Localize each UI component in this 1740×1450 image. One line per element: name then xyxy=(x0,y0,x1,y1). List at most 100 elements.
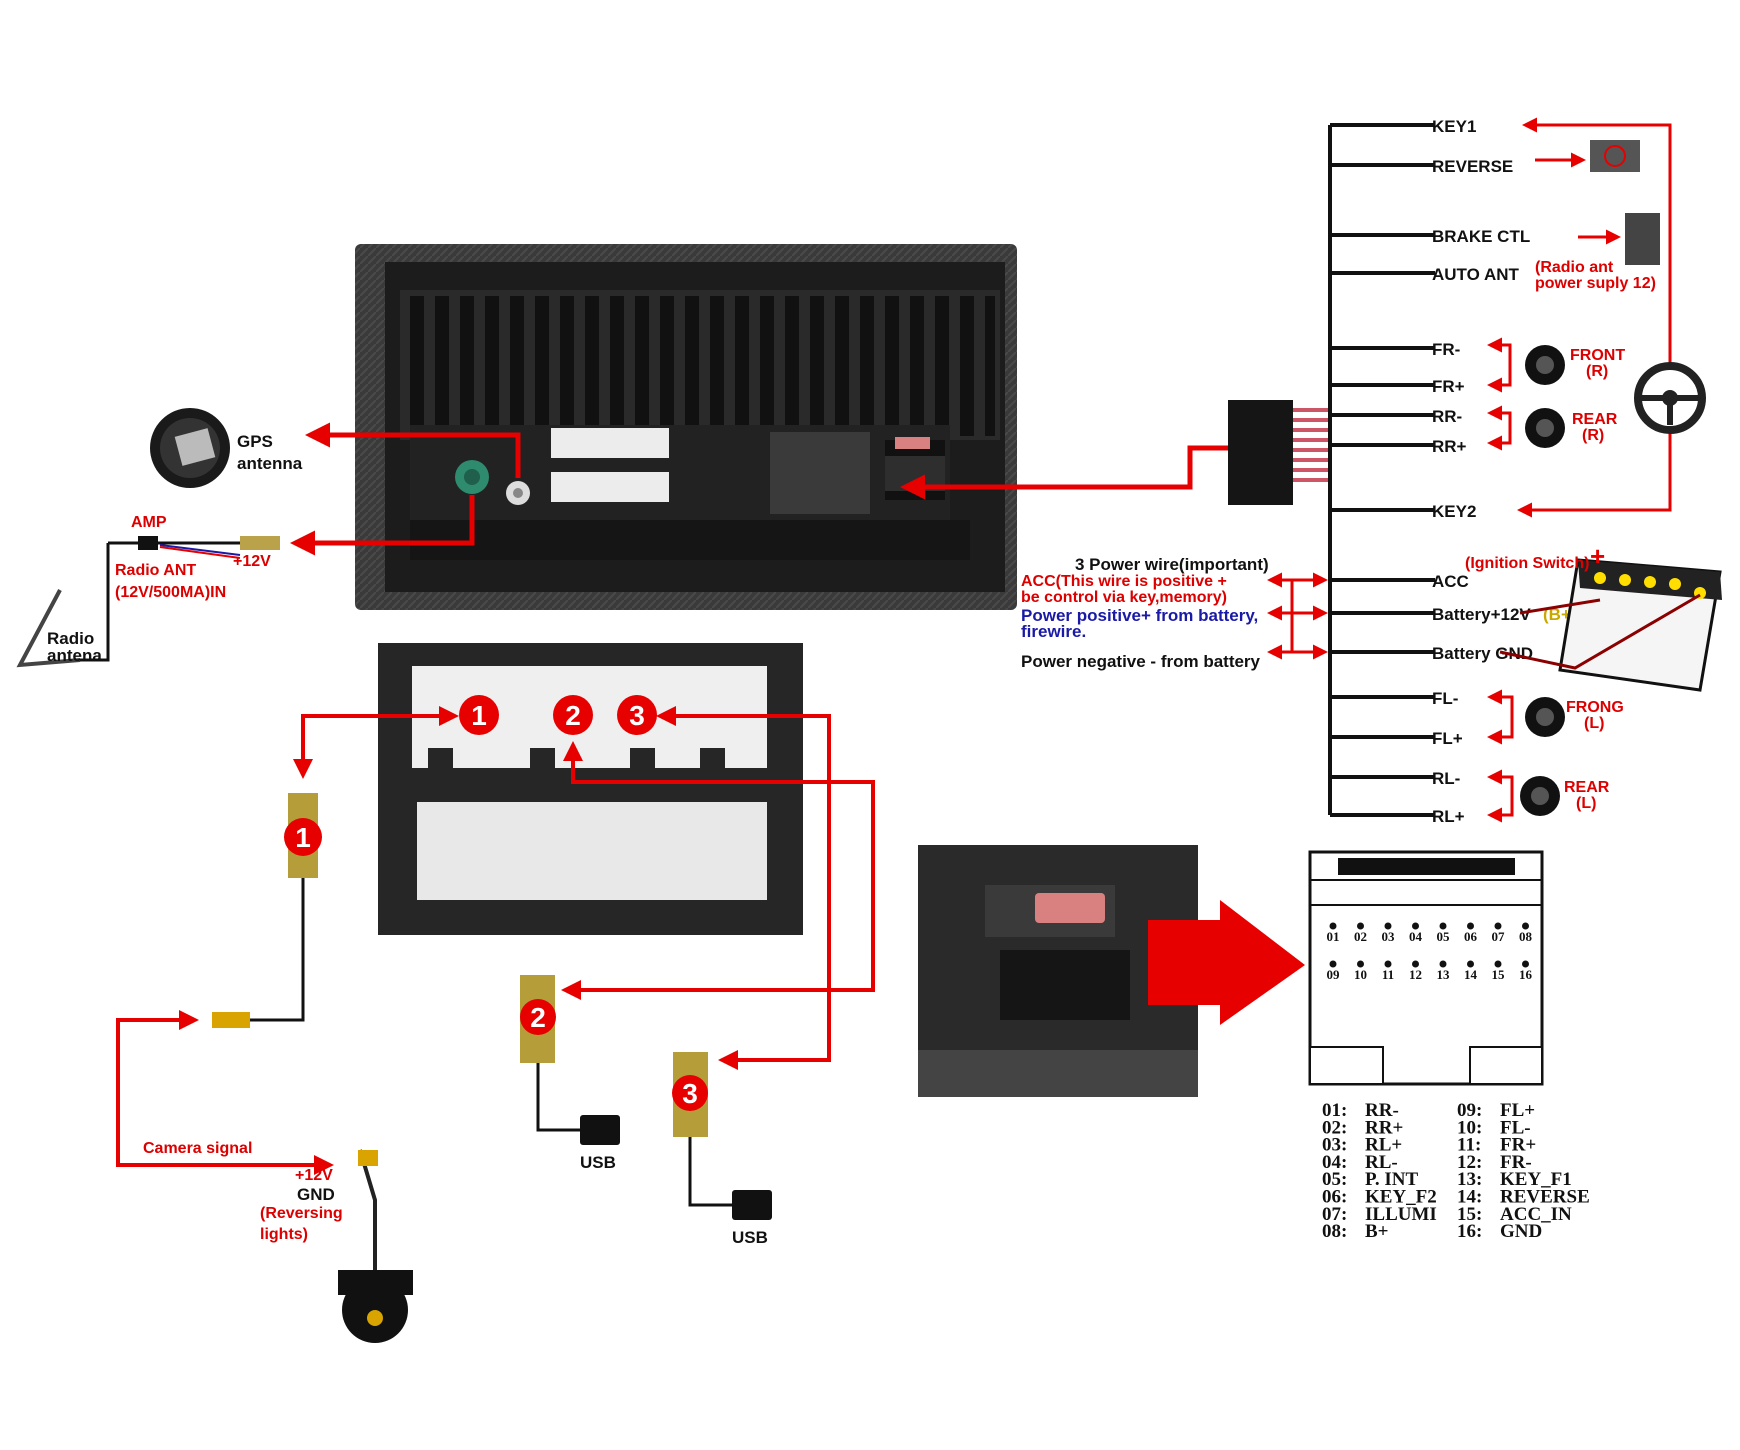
pin-dot xyxy=(1357,960,1364,968)
camera-signal-label: Camera signal xyxy=(143,1140,252,1157)
reverse-camera-icon xyxy=(1590,140,1640,172)
svg-text:1: 1 xyxy=(471,700,487,731)
pin-number: 10 xyxy=(1354,967,1367,982)
pin-list-number: 06: xyxy=(1322,1187,1347,1208)
camera-rev-label-2: lights) xyxy=(260,1226,308,1243)
label-rl-minus: RL- xyxy=(1432,769,1460,788)
pin-dot xyxy=(1494,960,1502,968)
label-reverse: REVERSE xyxy=(1432,157,1513,176)
power-arrows xyxy=(1267,572,1328,660)
power-acc-2: be control via key,memory) xyxy=(1021,589,1227,606)
pin-dot xyxy=(1522,960,1529,968)
port-badge-3: 3 xyxy=(617,695,657,735)
pin-list-value: RR+ xyxy=(1365,1117,1403,1138)
pin-list-value: FR- xyxy=(1500,1152,1532,1173)
label-auto-ant: AUTO ANT xyxy=(1432,265,1520,284)
power-neg: Power negative - from battery xyxy=(1021,652,1261,671)
label-fl-plus: FL+ xyxy=(1432,729,1463,748)
iso-harness-connector xyxy=(1228,400,1330,505)
label-fr-plus: FR+ xyxy=(1432,377,1465,396)
battery-gnd-wire xyxy=(1499,593,1701,670)
usb-plug-icon xyxy=(732,1190,772,1220)
pin-number: 04 xyxy=(1409,929,1423,944)
gps-antenna-label: antenna xyxy=(237,454,303,473)
camera-gnd-label: GND xyxy=(297,1185,335,1204)
svg-text:3: 3 xyxy=(682,1078,698,1109)
label-front-r-1: FRONT xyxy=(1570,347,1625,364)
pin-number: 11 xyxy=(1382,967,1394,982)
label-front-l-2: (L) xyxy=(1584,715,1604,732)
cable-plug-2: 2 xyxy=(520,975,620,1145)
unit-port-gps xyxy=(506,481,530,505)
pin-dot xyxy=(1412,960,1419,968)
svg-text:1: 1 xyxy=(295,822,311,853)
camera-rev-label-1: (Reversing xyxy=(260,1205,343,1222)
pin-list: 01:RR-02:RR+03:RL+04:RL-05:P. INT06:KEY_… xyxy=(1322,1100,1590,1242)
cable-plug-1: 1 xyxy=(212,793,322,1028)
power-title: 3 Power wire(important) xyxy=(1075,555,1269,574)
pin-number: 16 xyxy=(1519,967,1533,982)
label-brake: BRAKE CTL xyxy=(1432,227,1530,246)
pin-list-number: 05: xyxy=(1322,1169,1347,1190)
label-fr-minus: FR- xyxy=(1432,340,1460,359)
label-rear-r-1: REAR xyxy=(1572,411,1618,428)
pin-dot xyxy=(1384,922,1392,930)
speaker-rear-r-icon xyxy=(1487,405,1565,451)
label-acc: ACC xyxy=(1432,572,1469,591)
label-battery: Battery+12V xyxy=(1432,605,1531,624)
speaker-rear-l-icon xyxy=(1487,769,1560,823)
pin-number: 02 xyxy=(1354,929,1367,944)
pin-list-value: GND xyxy=(1500,1221,1542,1242)
pin-list-value: B+ xyxy=(1365,1221,1389,1242)
pin-list-value: RL- xyxy=(1365,1152,1398,1173)
pin-dot xyxy=(1494,922,1502,930)
pin-number: 14 xyxy=(1464,967,1478,982)
pin-list-value: KEY_F2 xyxy=(1365,1187,1437,1208)
reversing-camera xyxy=(338,1149,413,1343)
pin-list-value: ILLUMI xyxy=(1365,1204,1437,1225)
pin-list-value: FL+ xyxy=(1500,1100,1535,1121)
pin-number: 01 xyxy=(1327,929,1340,944)
label-key2: KEY2 xyxy=(1432,502,1476,521)
svg-text:2: 2 xyxy=(565,700,581,731)
plus12v-label: +12V xyxy=(233,553,271,570)
pin-list-number: 15: xyxy=(1457,1204,1482,1225)
pin-list-value: ACC_IN xyxy=(1500,1204,1572,1225)
label-rear-l-2: (L) xyxy=(1576,795,1596,812)
pin-list-number: 09: xyxy=(1457,1100,1482,1121)
pin-dot xyxy=(1384,960,1392,968)
pin-dot xyxy=(1467,922,1474,930)
radio-antena-label-1: Radio xyxy=(47,629,94,648)
pin-dot xyxy=(1412,922,1419,930)
harness-wire xyxy=(900,445,1228,500)
radio-ant-wire xyxy=(290,495,475,556)
head-unit-rear xyxy=(355,244,1017,610)
label-auto-ant-note-2: power suply 12) xyxy=(1535,275,1656,292)
handbrake-icon xyxy=(1625,213,1660,265)
label-rr-plus: RR+ xyxy=(1432,437,1467,456)
label-front-r-2: (R) xyxy=(1586,363,1608,380)
label-gnd: Battery GND xyxy=(1432,644,1533,663)
pin-list-number: 10: xyxy=(1457,1117,1482,1138)
pin-list-value: RL+ xyxy=(1365,1135,1402,1156)
label-rear-r-2: (R) xyxy=(1582,427,1604,444)
battery-plus-wire xyxy=(1519,598,1601,615)
power-bat-2: firewire. xyxy=(1021,622,1086,641)
pin-number: 03 xyxy=(1382,929,1396,944)
gps-label: GPS xyxy=(237,432,273,451)
heatsink-fins xyxy=(410,296,995,436)
label-ignition: (Ignition Switch) xyxy=(1465,555,1589,572)
label-rl-plus: RL+ xyxy=(1432,807,1465,826)
svg-text:2: 2 xyxy=(530,1002,546,1033)
pin-dot xyxy=(1522,922,1529,930)
pin-number: 09 xyxy=(1327,967,1341,982)
gps-antenna xyxy=(150,408,230,488)
pin-dot xyxy=(1329,922,1337,930)
pin-list-number: 02: xyxy=(1322,1117,1347,1138)
pin-number: 15 xyxy=(1492,967,1506,982)
pinout-diagram xyxy=(1308,850,1544,1086)
pin-list-number: 16: xyxy=(1457,1221,1482,1242)
port-badge-2: 2 xyxy=(553,695,593,735)
pin-list-number: 03: xyxy=(1322,1135,1347,1156)
svg-text:+: + xyxy=(1590,541,1605,571)
